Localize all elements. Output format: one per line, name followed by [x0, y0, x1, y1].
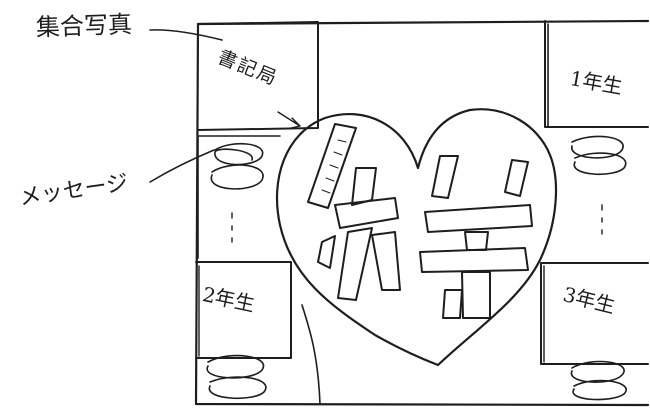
secretariat-badge [307, 123, 357, 209]
grade2-panel [195, 261, 292, 359]
message-bubbles-left [206, 142, 267, 400]
secretariat-leader [277, 111, 301, 129]
grade3-panel [540, 262, 649, 365]
group-photo-leader [149, 29, 223, 41]
secretariat-panel [197, 21, 319, 131]
kizuna-character [317, 155, 533, 319]
group-photo-label: 集合写真 [35, 10, 133, 42]
message-leader [149, 149, 215, 183]
message-bubbles-right [571, 135, 627, 401]
message-column-left [197, 135, 281, 259]
heart-outline [275, 108, 558, 367]
heart-stem [301, 304, 321, 405]
grade1-panel [544, 20, 649, 128]
